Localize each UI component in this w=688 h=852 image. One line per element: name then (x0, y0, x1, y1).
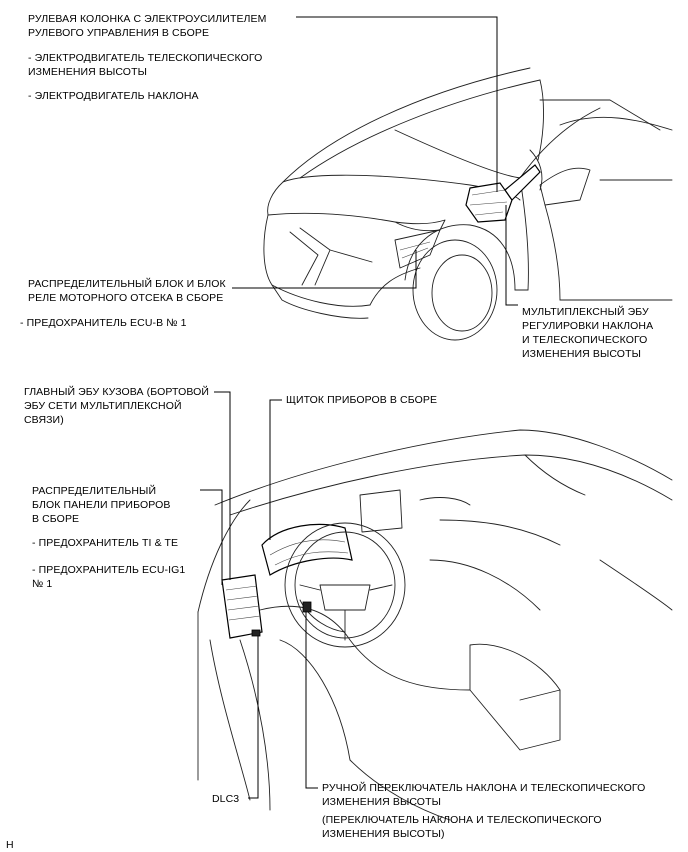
label-line: В СБОРЕ (32, 513, 80, 525)
steering-column-part (465, 149, 543, 223)
label-line: - ЭЛЕКТРОДВИГАТЕЛЬ ТЕЛЕСКОПИЧЕСКОГО (28, 52, 263, 64)
label-fuse-ti-te: - ПРЕДОХРАНИТЕЛЬ TI & TE (32, 537, 179, 549)
steering-wheel (284, 522, 406, 648)
label-line: РУЛЕВОГО УПРАВЛЕНИЯ В СБОРЕ (28, 27, 210, 39)
label-line: ИЗМЕНЕНИЯ ВЫСОТЫ (322, 796, 441, 808)
label-fuse-ecu-ig1: - ПРЕДОХРАНИТЕЛЬ ECU-IG1 № 1 (32, 563, 185, 591)
label-line: ГЛАВНЫЙ ЭБУ КУЗОВА (БОРТОВОЙ (24, 386, 210, 398)
label-line: - ПРЕДОХРАНИТЕЛЬ ECU-IG1 (32, 564, 186, 576)
label-main-body-ecu: ГЛАВНЫЙ ЭБУ КУЗОВА (БОРТОВОЙ ЭБУ СЕТИ МУ… (24, 385, 209, 427)
label-dlc3: DLC3 (212, 793, 240, 805)
label-line: ИЗМЕНЕНИЯ ВЫСОТЫ (522, 348, 641, 360)
label-line: ИЗМЕНЕНИЯ ВЫСОТЫ) (322, 828, 445, 840)
figure-code: H (6, 839, 14, 851)
label-tilt-motor: - ЭЛЕКТРОДВИГАТЕЛЬ НАКЛОНА (28, 90, 199, 102)
label-line: РЕЛЕ МОТОРНОГО ОТСЕКА В СБОРЕ (28, 292, 224, 304)
leader-lines-bottom (200, 391, 318, 799)
label-line: РУЛЕВАЯ КОЛОНКА С ЭЛЕКТРОУСИЛИТЕЛЕМ (28, 13, 267, 25)
tilt-telescopic-switch-part (302, 601, 312, 613)
leader-lines-top (232, 16, 518, 306)
label-line: И ТЕЛЕСКОПИЧЕСКОГО (522, 334, 648, 346)
label-engine-room-block: РАСПРЕДЕЛИТЕЛЬНЫЙ БЛОК И БЛОК РЕЛЕ МОТОР… (28, 277, 226, 305)
label-line: ИЗМЕНЕНИЯ ВЫСОТЫ (28, 66, 147, 78)
label-steering-column: РУЛЕВАЯ КОЛОНКА С ЭЛЕКТРОУСИЛИТЕЛЕМ РУЛЕ… (28, 12, 267, 40)
car-exterior-drawing (263, 67, 673, 341)
label-line: МУЛЬТИПЛЕКСНЫЙ ЭБУ (522, 306, 649, 318)
label-line: РЕГУЛИРОВКИ НАКЛОНА (522, 320, 654, 332)
combination-meter-part (261, 523, 353, 576)
label-multiplex-ecu: МУЛЬТИПЛЕКСНЫЙ ЭБУ РЕГУЛИРОВКИ НАКЛОНА И… (522, 305, 653, 361)
label-line: БЛОК ПАНЕЛИ ПРИБОРОВ (32, 499, 171, 511)
label-line: РАСПРЕДЕЛИТЕЛЬНЫЙ БЛОК И БЛОК (28, 278, 226, 290)
label-line: (ПЕРЕКЛЮЧАТЕЛЬ НАКЛОНА И ТЕЛЕСКОПИЧЕСКОГ… (322, 814, 602, 826)
label-line: ЭБУ СЕТИ МУЛЬТИПЛЕКСНОЙ (24, 400, 182, 412)
label-line: № 1 (32, 578, 53, 590)
label-instrument-panel-block: РАСПРЕДЕЛИТЕЛЬНЫЙ БЛОК ПАНЕЛИ ПРИБОРОВ В… (32, 484, 170, 526)
instrument-panel-junction-block-part (221, 574, 263, 639)
label-line: РУЧНОЙ ПЕРЕКЛЮЧАТЕЛЬ НАКЛОНА И ТЕЛЕСКОПИ… (322, 782, 646, 794)
label-fuse-ecu-b: - ПРЕДОХРАНИТЕЛЬ ECU-B № 1 (20, 317, 187, 329)
label-combination-meter: ЩИТОК ПРИБОРОВ В СБОРЕ (286, 394, 438, 406)
label-line: РАСПРЕДЕЛИТЕЛЬНЫЙ (32, 485, 157, 497)
dashboard-interior-drawing (197, 429, 673, 821)
label-telescopic-motor: - ЭЛЕКТРОДВИГАТЕЛЬ ТЕЛЕСКОПИЧЕСКОГО ИЗМЕ… (28, 51, 262, 79)
label-line: СВЯЗИ) (24, 414, 64, 426)
label-manual-switch-alt: (ПЕРЕКЛЮЧАТЕЛЬ НАКЛОНА И ТЕЛЕСКОПИЧЕСКОГ… (322, 813, 602, 841)
label-manual-switch: РУЧНОЙ ПЕРЕКЛЮЧАТЕЛЬ НАКЛОНА И ТЕЛЕСКОПИ… (322, 781, 645, 809)
